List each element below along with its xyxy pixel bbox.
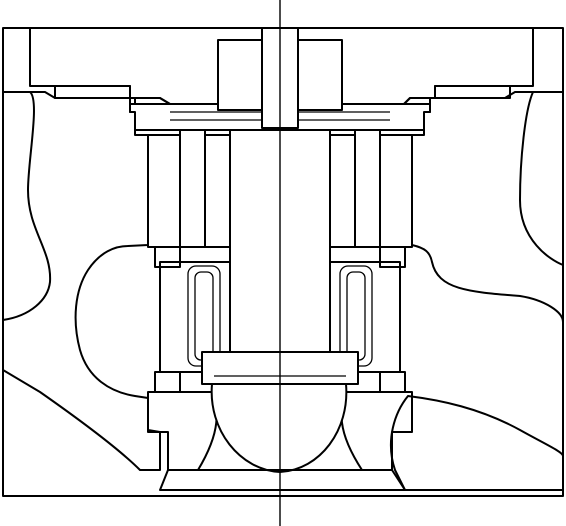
guide-left-gap [179,129,206,248]
seal-ring-right-top [379,246,406,268]
seat-ring-left [147,391,218,471]
body-right-cavity [519,91,564,266]
seal-ring-left-top [154,246,181,268]
valve-plug [210,383,348,473]
guide-left-inner [204,134,231,248]
bonnet-shoulder-right [403,85,511,105]
outlet-passage [159,469,406,491]
bonnet-shoulder-left [54,85,171,105]
body-left [2,91,161,471]
guide-left-outer [147,134,181,248]
guide-right-outer [379,134,413,248]
body-left-cavity [2,91,52,321]
guide-right-inner [329,134,356,248]
guide-right-gap [354,129,381,248]
body-lower-right [389,395,564,491]
seal-ring-right-bottom [379,371,406,393]
seal-ring-left-bottom [154,371,181,393]
